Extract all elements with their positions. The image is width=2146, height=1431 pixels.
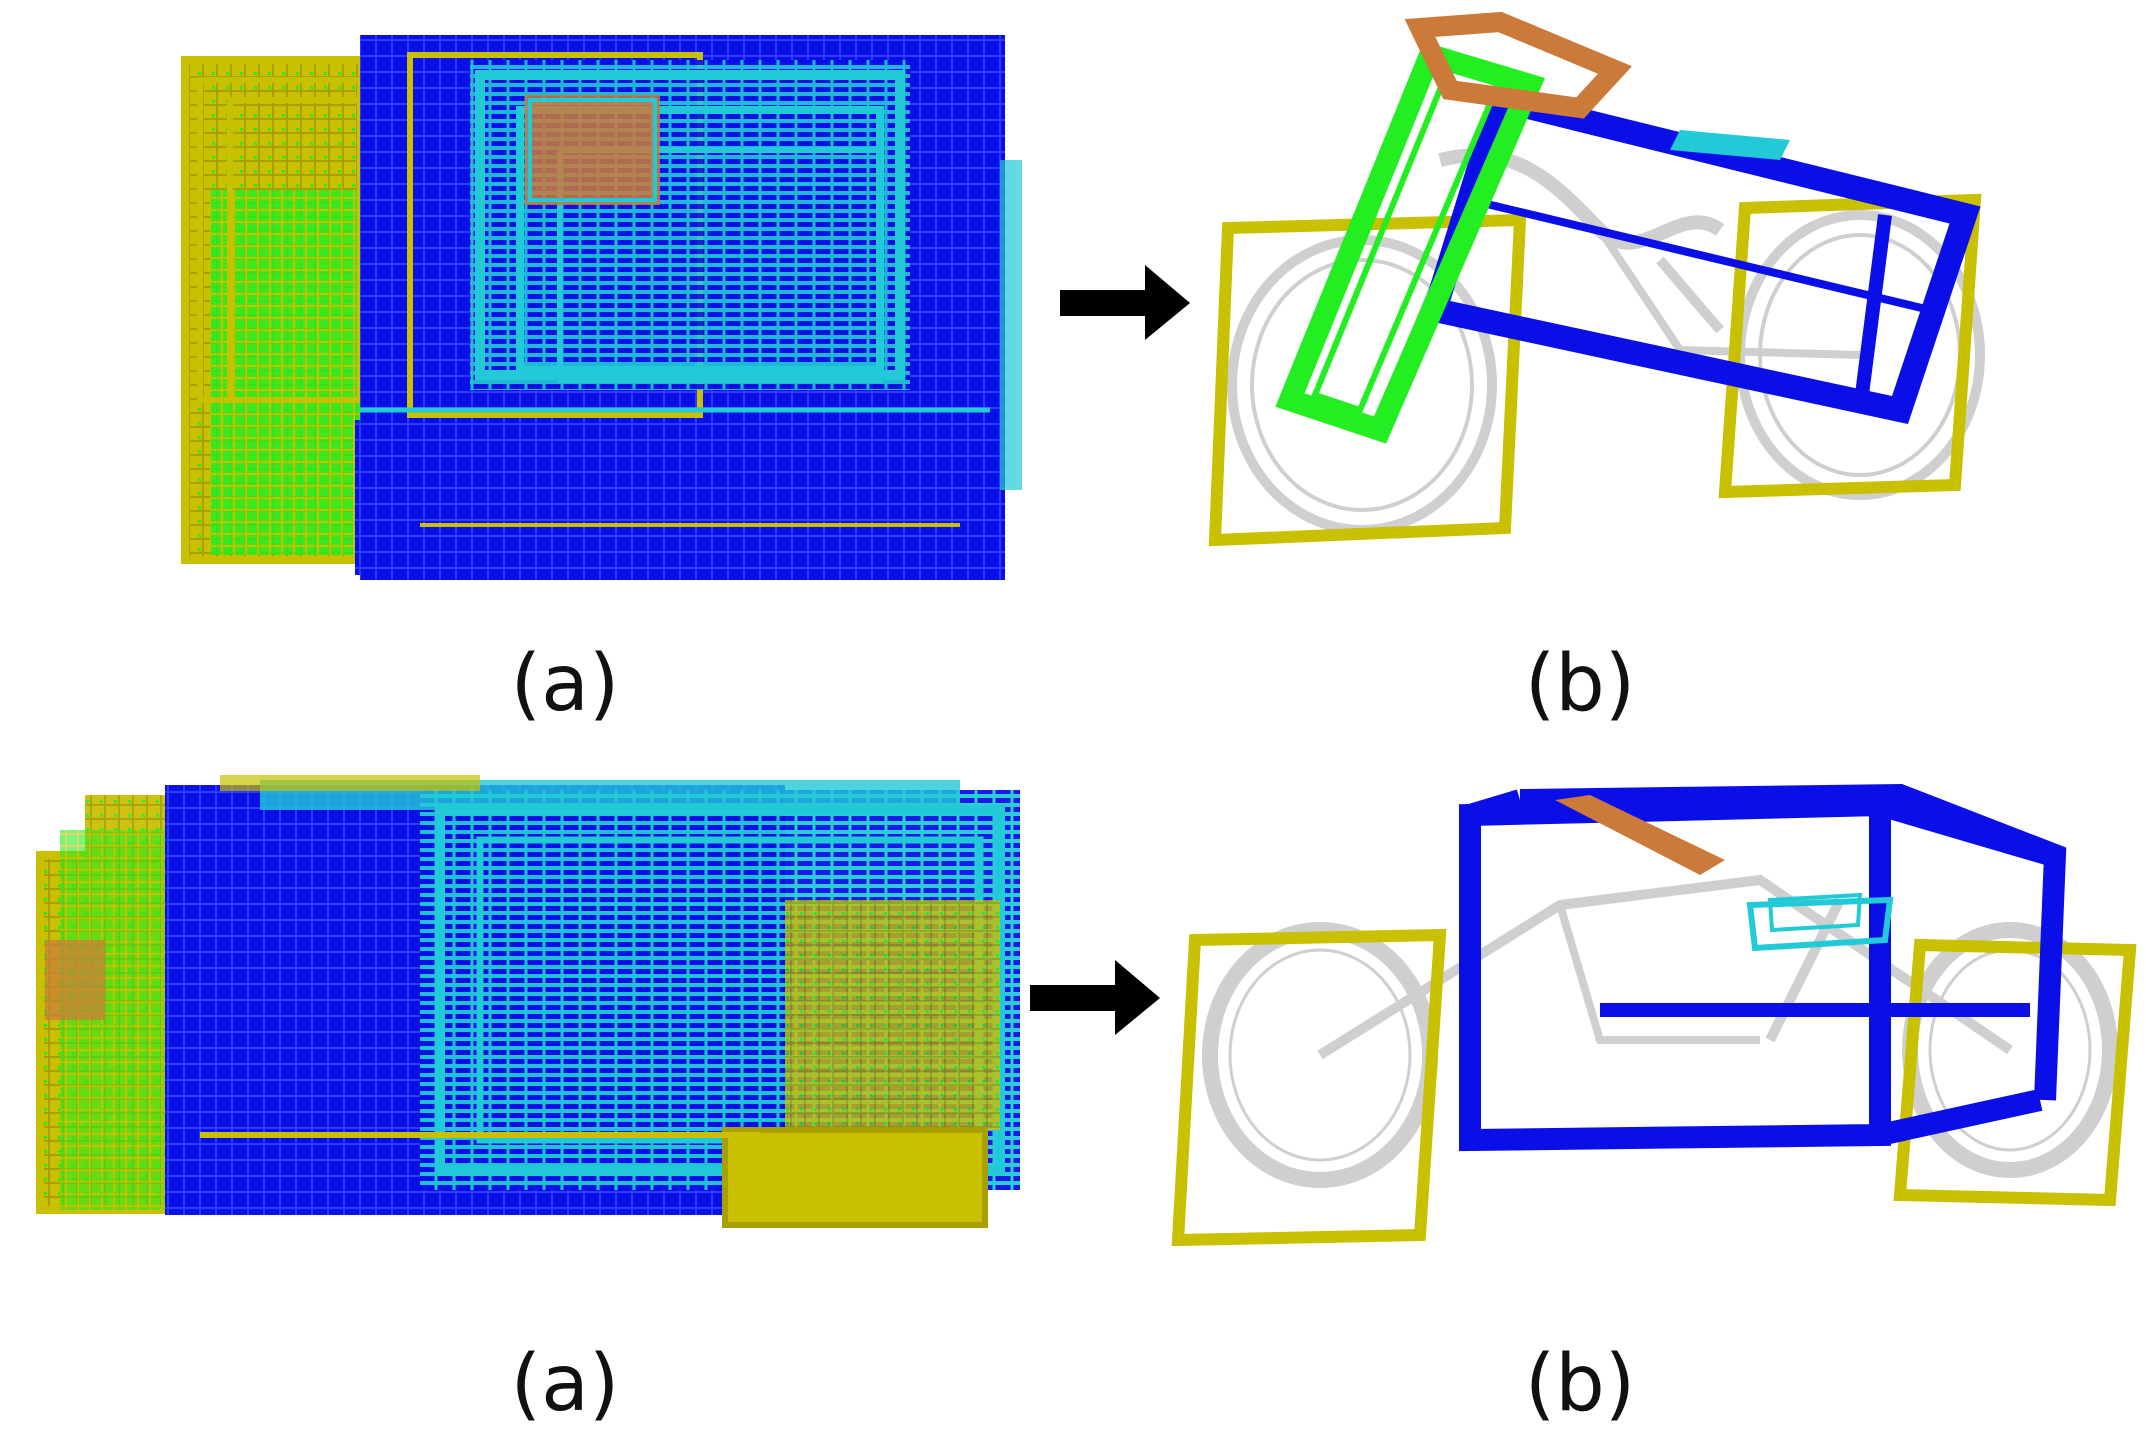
caption-top-b: (b) <box>1524 639 1636 729</box>
bottom-panel-a <box>36 775 1020 1228</box>
caption-top-a: (a) <box>510 639 620 729</box>
caption-bottom-a: (a) <box>510 1339 620 1429</box>
right-arrow-icon <box>1060 265 1190 340</box>
right-arrow-icon <box>1030 960 1160 1035</box>
caption-bottom-b: (b) <box>1524 1339 1636 1429</box>
top-panel-a <box>181 35 1022 580</box>
bottom-panel-b <box>1171 783 2137 1247</box>
top-panel-b <box>1208 11 1985 547</box>
